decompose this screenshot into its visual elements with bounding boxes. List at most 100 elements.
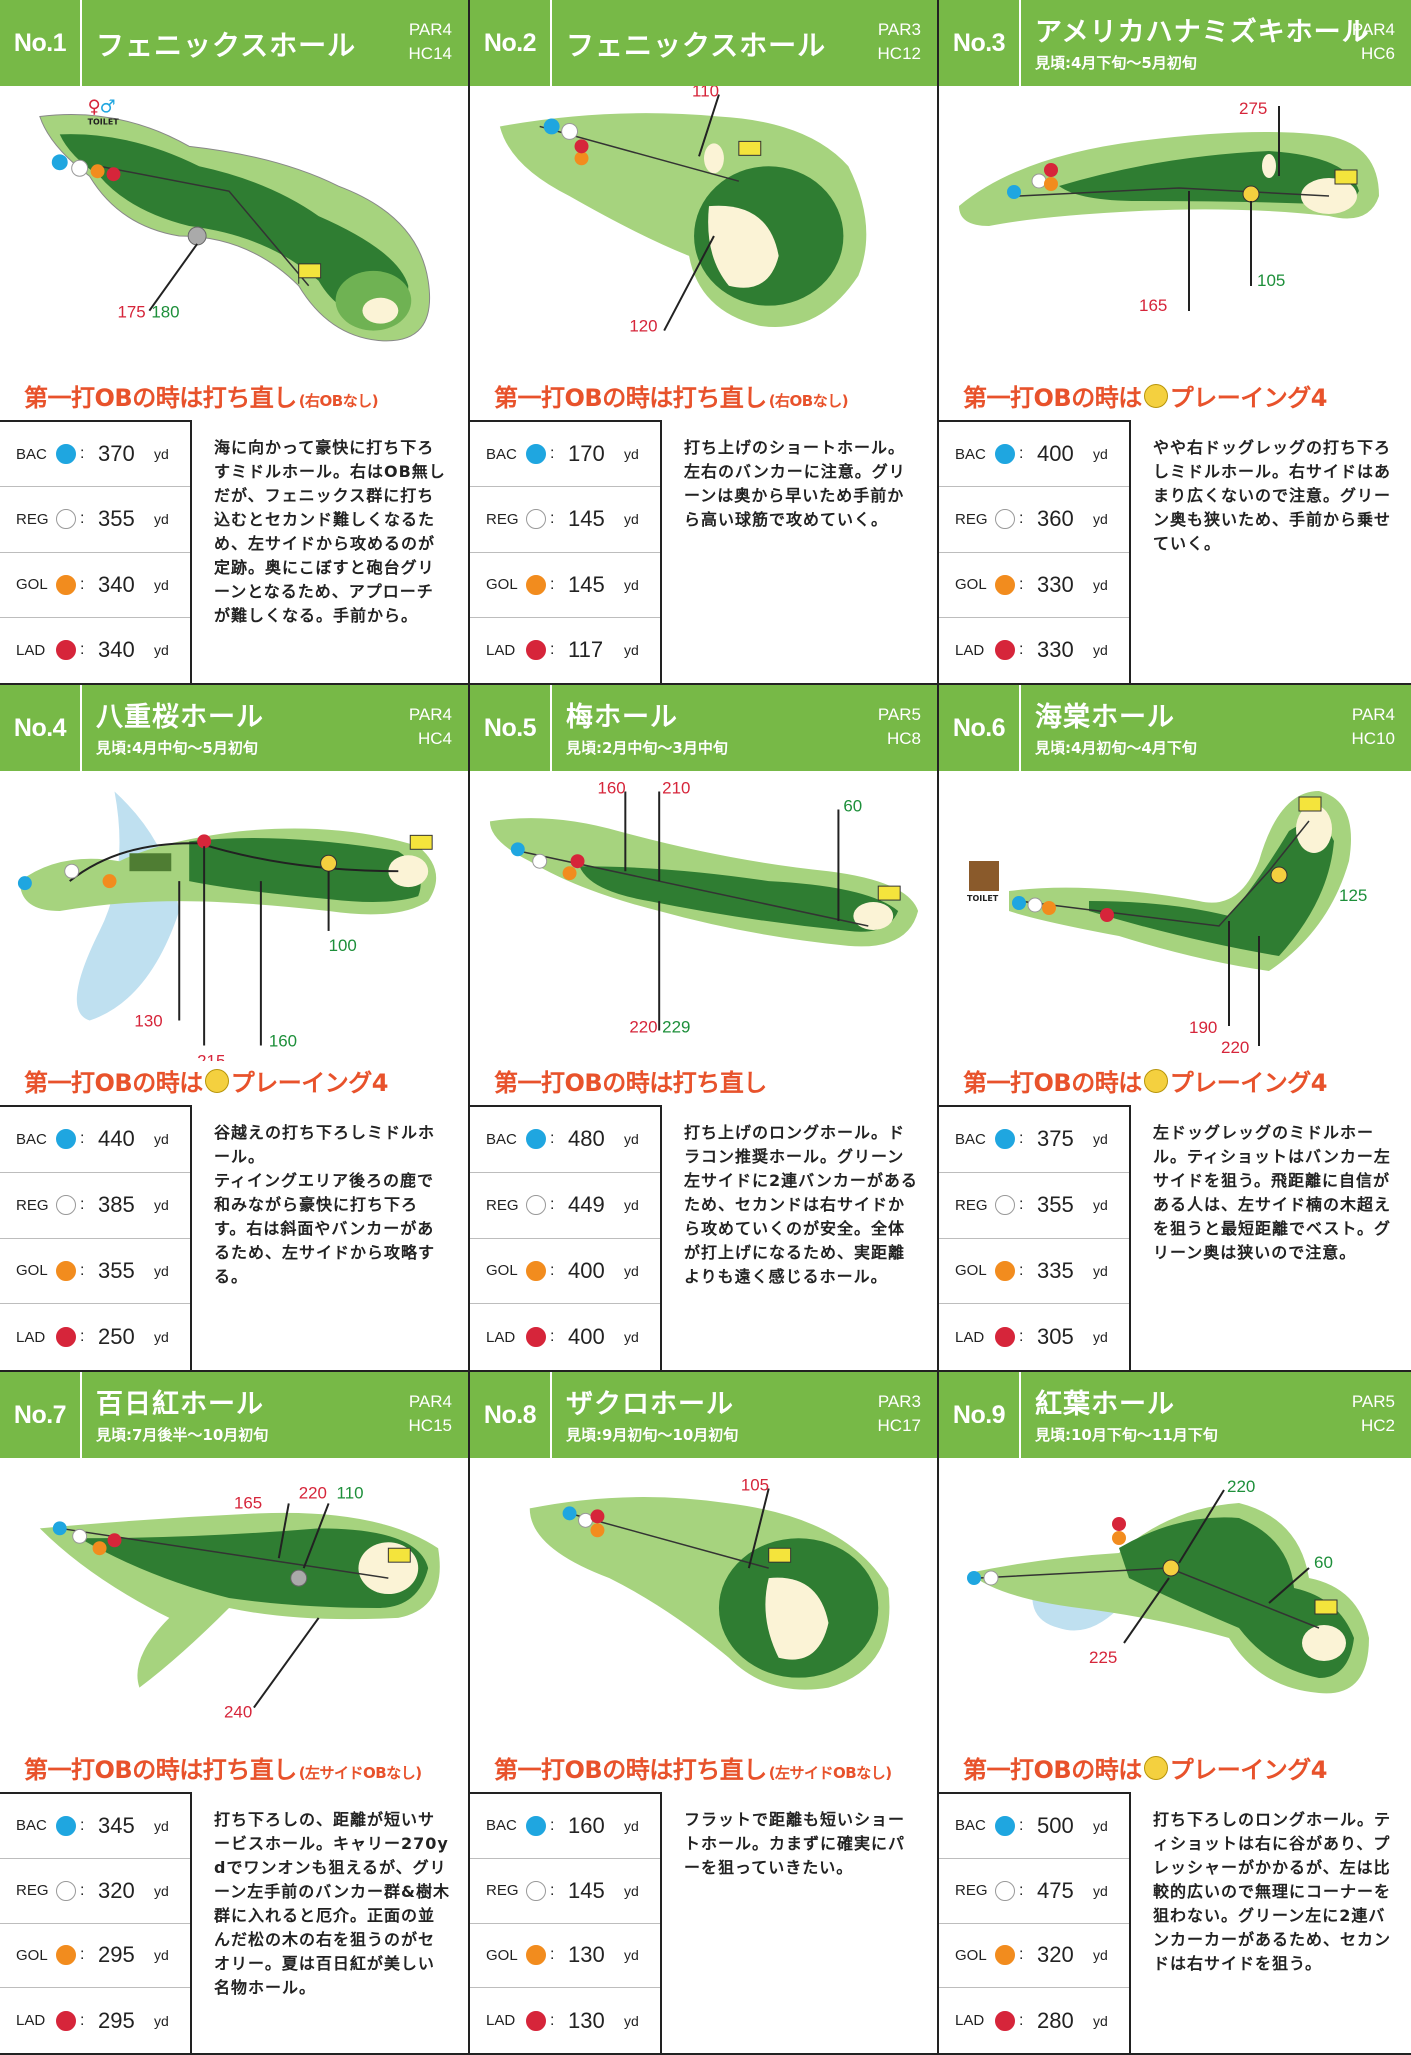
tee-row-reg: REG : 355 yd	[0, 487, 190, 553]
hole-header: No.6 海棠ホール 見頃:4月初旬〜4月下旬 PAR4 HC10	[939, 685, 1411, 771]
red-tee-icon	[995, 2010, 1015, 2031]
tee-colon: :	[80, 1328, 85, 1346]
tee-yardage: 335	[1037, 1257, 1074, 1283]
yellow-tee-dot-icon	[1143, 383, 1168, 408]
par-hc: PAR5 HC8	[878, 703, 921, 751]
hole-name: アメリカハナミズキホール	[1035, 17, 1370, 48]
tee-row-lad: LAD : 280 yd	[939, 1988, 1129, 2053]
tee-label: BAC	[16, 1817, 47, 1835]
tee-yardage: 400	[1037, 441, 1074, 467]
tee-colon: :	[550, 575, 555, 593]
red-tee-icon	[56, 2010, 76, 2031]
tee-label: GOL	[955, 1262, 987, 1280]
tee-yardage-table: BAC : 500 yd REG : 475 yd GOL : 320 yd	[939, 1792, 1131, 2053]
blue-tee-icon	[995, 1129, 1015, 1150]
svg-text:♀: ♀	[88, 97, 101, 118]
tee-row-bac: BAC : 160 yd	[470, 1794, 660, 1859]
tee-colon: :	[80, 1816, 85, 1834]
hole-number: No.5	[470, 685, 552, 771]
hole-8-map: 105	[529, 1475, 890, 1690]
handicap-value: HC10	[1351, 729, 1395, 748]
tee-colon: :	[80, 1130, 85, 1148]
tee-yardage: 355	[98, 1257, 135, 1283]
tee-colon: :	[1019, 575, 1024, 593]
yard-unit: yd	[154, 642, 169, 659]
tee-row-gol: GOL : 330 yd	[939, 553, 1129, 618]
blue-tee-icon	[526, 1129, 546, 1150]
tee-row-lad: LAD : 330 yd	[939, 618, 1129, 683]
yard-unit: yd	[1093, 1947, 1108, 1964]
hole-number: No.2	[470, 0, 552, 86]
tee-row-lad: LAD : 305 yd	[939, 1304, 1129, 1370]
tee-yardage: 385	[98, 1192, 135, 1218]
handicap-value: HC14	[408, 44, 452, 63]
yard-unit: yd	[1093, 446, 1108, 463]
hole-card-1: No.1 フェニックスホール PAR4 HC14 ♀♂ 175 180 TOIL…	[0, 0, 470, 685]
distance-marker-a: 105	[741, 1475, 769, 1494]
tee-colon: :	[1019, 1130, 1024, 1148]
yard-unit: yd	[154, 2012, 169, 2029]
hole-6-map: 125 190 220 TOILET	[967, 791, 1367, 1057]
tee-label: REG	[16, 1882, 49, 1900]
tee-label: LAD	[16, 641, 46, 659]
tee-yardage: 360	[1037, 506, 1074, 532]
distance-marker-b: 190	[1189, 1018, 1217, 1037]
yard-unit: yd	[154, 1882, 169, 1899]
tee-yardage-table: BAC : 375 yd REG : 355 yd GOL : 335 yd	[939, 1105, 1131, 1370]
ob-rule-main: 第一打OBの時は	[963, 1756, 1142, 1784]
tee-yardage: 375	[1037, 1126, 1074, 1152]
tee-row-lad: LAD : 117 yd	[470, 618, 660, 683]
white-tee-icon	[56, 1880, 76, 1901]
par-value: PAR4	[408, 1392, 452, 1411]
hole-description: 打ち下ろしのロングホール。ティショットは右に谷があり、プレッシャーがかかるが、左…	[1153, 1810, 1392, 1973]
par-hc: PAR4 HC15	[409, 1390, 452, 1438]
yard-unit: yd	[624, 2012, 639, 2029]
hole-card-8: No.8 ザクロホール 見頃:9月初旬〜10月初旬 PAR3 HC17 105 …	[470, 1372, 939, 2055]
tee-yardage: 370	[98, 441, 135, 467]
tee-row-bac: BAC : 345 yd	[0, 1794, 190, 1859]
hole-name: 百日紅ホール	[96, 1389, 264, 1420]
hole-2-map: 110 120	[499, 86, 867, 336]
par-value: PAR4	[1351, 20, 1395, 39]
tee-yardage: 330	[1037, 571, 1074, 597]
hole-card-7: No.7 百日紅ホール 見頃:7月後半〜10月初旬 PAR4 HC15 165 …	[0, 1372, 470, 2055]
ob-rule-tail: プレーイング4	[230, 1069, 389, 1097]
tee-label: LAD	[486, 1328, 516, 1346]
hole-1-map: ♀♂ 175 180 TOILET	[39, 97, 430, 342]
par-hc: PAR4 HC14	[409, 18, 452, 66]
yard-unit: yd	[154, 1131, 169, 1148]
tee-label: REG	[16, 510, 49, 528]
distance-marker-d: 100	[329, 936, 357, 955]
hole-card-2: No.2 フェニックスホール PAR3 HC12 110 120 第一打OBの時…	[470, 0, 939, 685]
bloom-period: 見頃:7月後半〜10月初旬	[96, 1426, 269, 1444]
ob-rule-main: 第一打OBの時は	[963, 1069, 1142, 1097]
par-value: PAR3	[877, 1392, 921, 1411]
tee-row-bac: BAC : 400 yd	[939, 422, 1129, 488]
hole-description: 打ち下ろしの、距離が短いサービスホール。キャリー270ydでワンオンも狙えるが、…	[214, 1810, 450, 1997]
distance-marker-e: 229	[662, 1018, 690, 1037]
distance-marker-c: 220	[1221, 1038, 1249, 1057]
tee-colon: :	[80, 445, 85, 463]
distance-marker-b: 180	[151, 303, 179, 322]
bloom-period: 見頃:4月初旬〜4月下旬	[1035, 739, 1197, 757]
hole-map: 125 190 220 TOILET	[939, 771, 1411, 1061]
ob-rule-main: 第一打OBの時は打ち直し	[494, 1069, 767, 1097]
tee-label: BAC	[486, 445, 517, 463]
ob-rule: 第一打OBの時は打ち直し	[494, 1063, 769, 1098]
yard-unit: yd	[624, 1131, 639, 1148]
tee-label: GOL	[16, 576, 48, 594]
hole-card-9: No.9 紅葉ホール 見頃:10月下旬〜11月下旬 PAR5 HC2 220 6…	[939, 1372, 1411, 2055]
white-tee-icon	[526, 1880, 546, 1901]
tee-label: REG	[955, 510, 988, 528]
ob-rule: 第一打OBの時は打ち直し (右OBなし)	[24, 378, 379, 413]
tee-colon: :	[550, 445, 555, 463]
tee-label: REG	[486, 1882, 519, 1900]
tee-colon: :	[550, 1261, 555, 1279]
tee-row-gol: GOL : 295 yd	[0, 1924, 190, 1989]
yard-unit: yd	[624, 576, 639, 593]
tee-yardage: 340	[98, 571, 135, 597]
tee-row-reg: REG : 320 yd	[0, 1859, 190, 1924]
hole-name: フェニックスホール	[96, 29, 357, 62]
hole-map: 130 215 160 100	[0, 771, 468, 1061]
